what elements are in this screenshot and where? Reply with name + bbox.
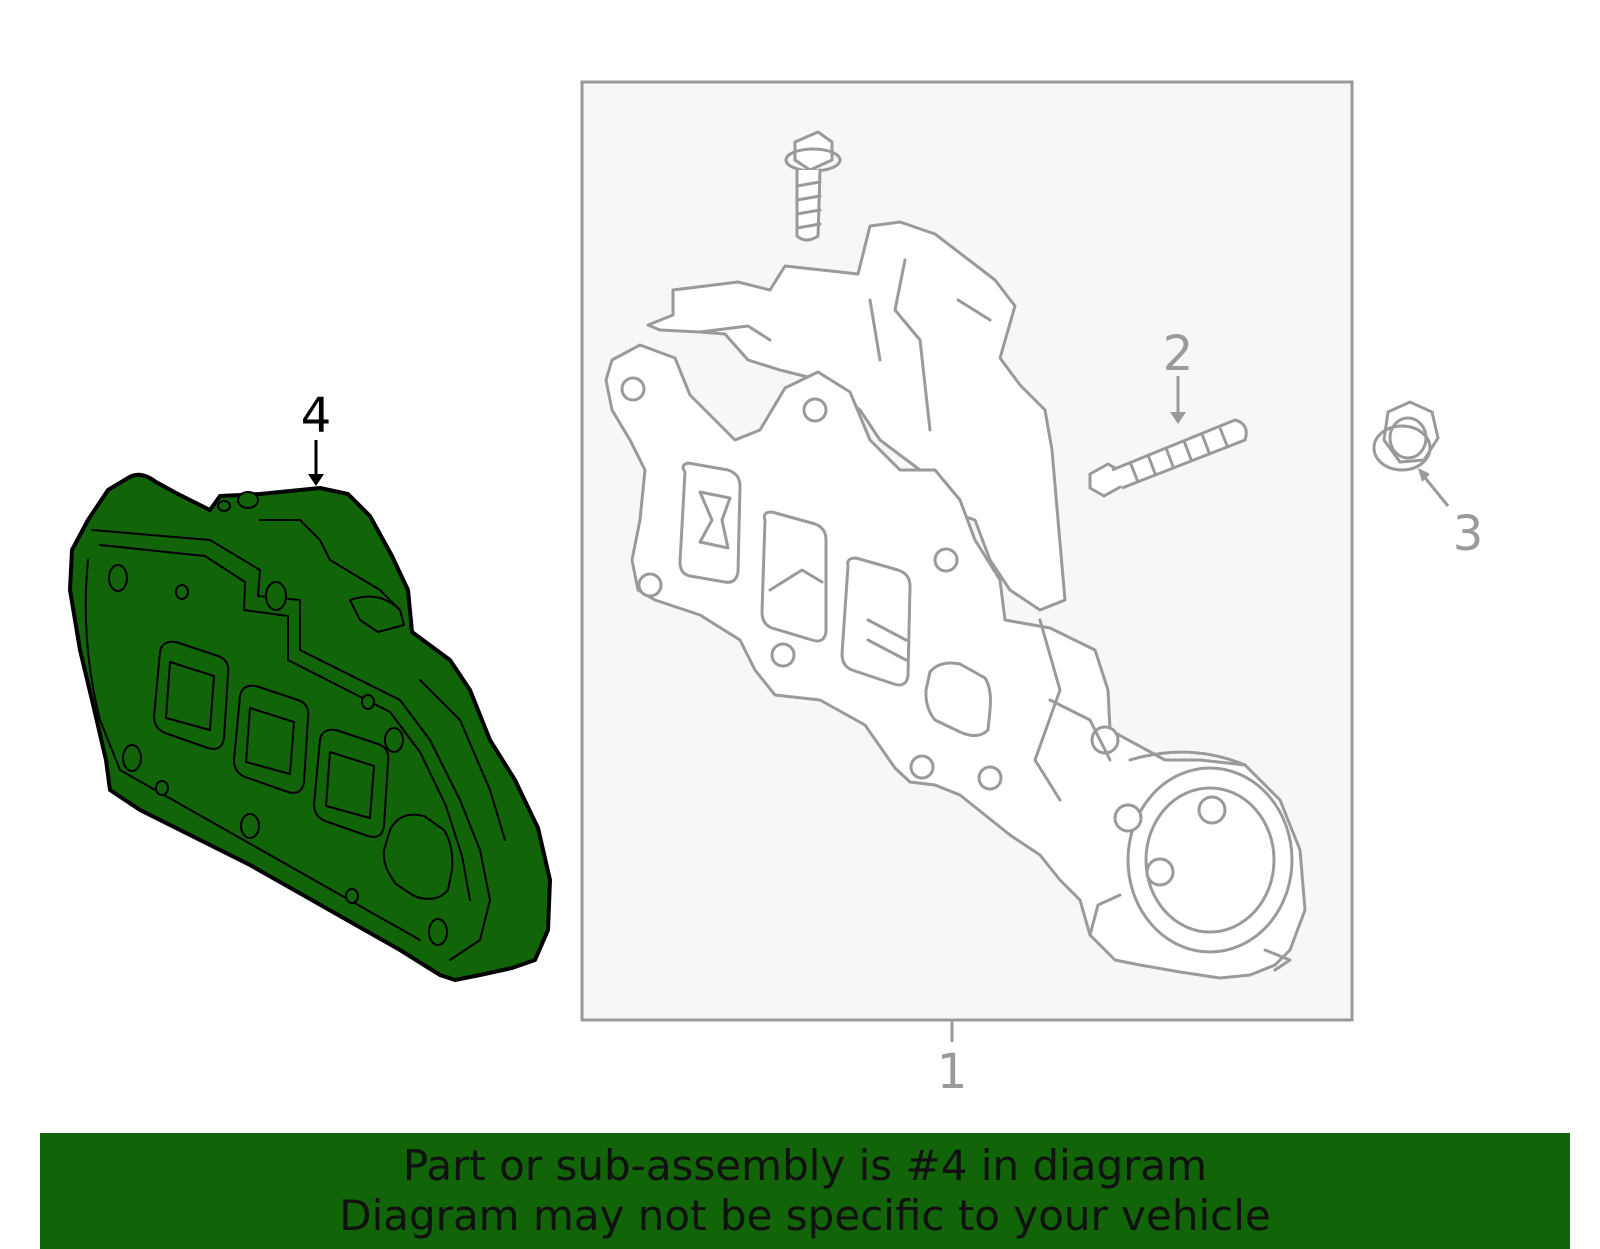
- info-banner: Part or sub-assembly is #4 in diagram Di…: [40, 1133, 1570, 1249]
- banner-line-1: Part or sub-assembly is #4 in diagram: [402, 1141, 1208, 1190]
- bolt-icon: [784, 130, 842, 242]
- exhaust-manifold-icon: [604, 130, 1307, 980]
- stud-bolt-icon: [1088, 418, 1248, 498]
- callout-label-4: 4: [301, 388, 332, 444]
- callout-label-1: 1: [937, 1044, 968, 1100]
- banner-line-2: Diagram may not be specific to your vehi…: [339, 1191, 1271, 1240]
- callout-arrow-3: [1420, 473, 1450, 507]
- callout-arrowhead-3: [1418, 468, 1430, 482]
- flange-nut-icon: [1372, 400, 1440, 472]
- callout-arrowhead-2: [1170, 412, 1186, 424]
- heat-shield-icon: [68, 472, 552, 982]
- parts-diagram: 4 2 3 1: [68, 80, 1484, 1100]
- callout-arrowhead-4: [308, 474, 324, 486]
- callout-label-3: 3: [1453, 506, 1484, 562]
- callout-label-2: 2: [1163, 326, 1194, 382]
